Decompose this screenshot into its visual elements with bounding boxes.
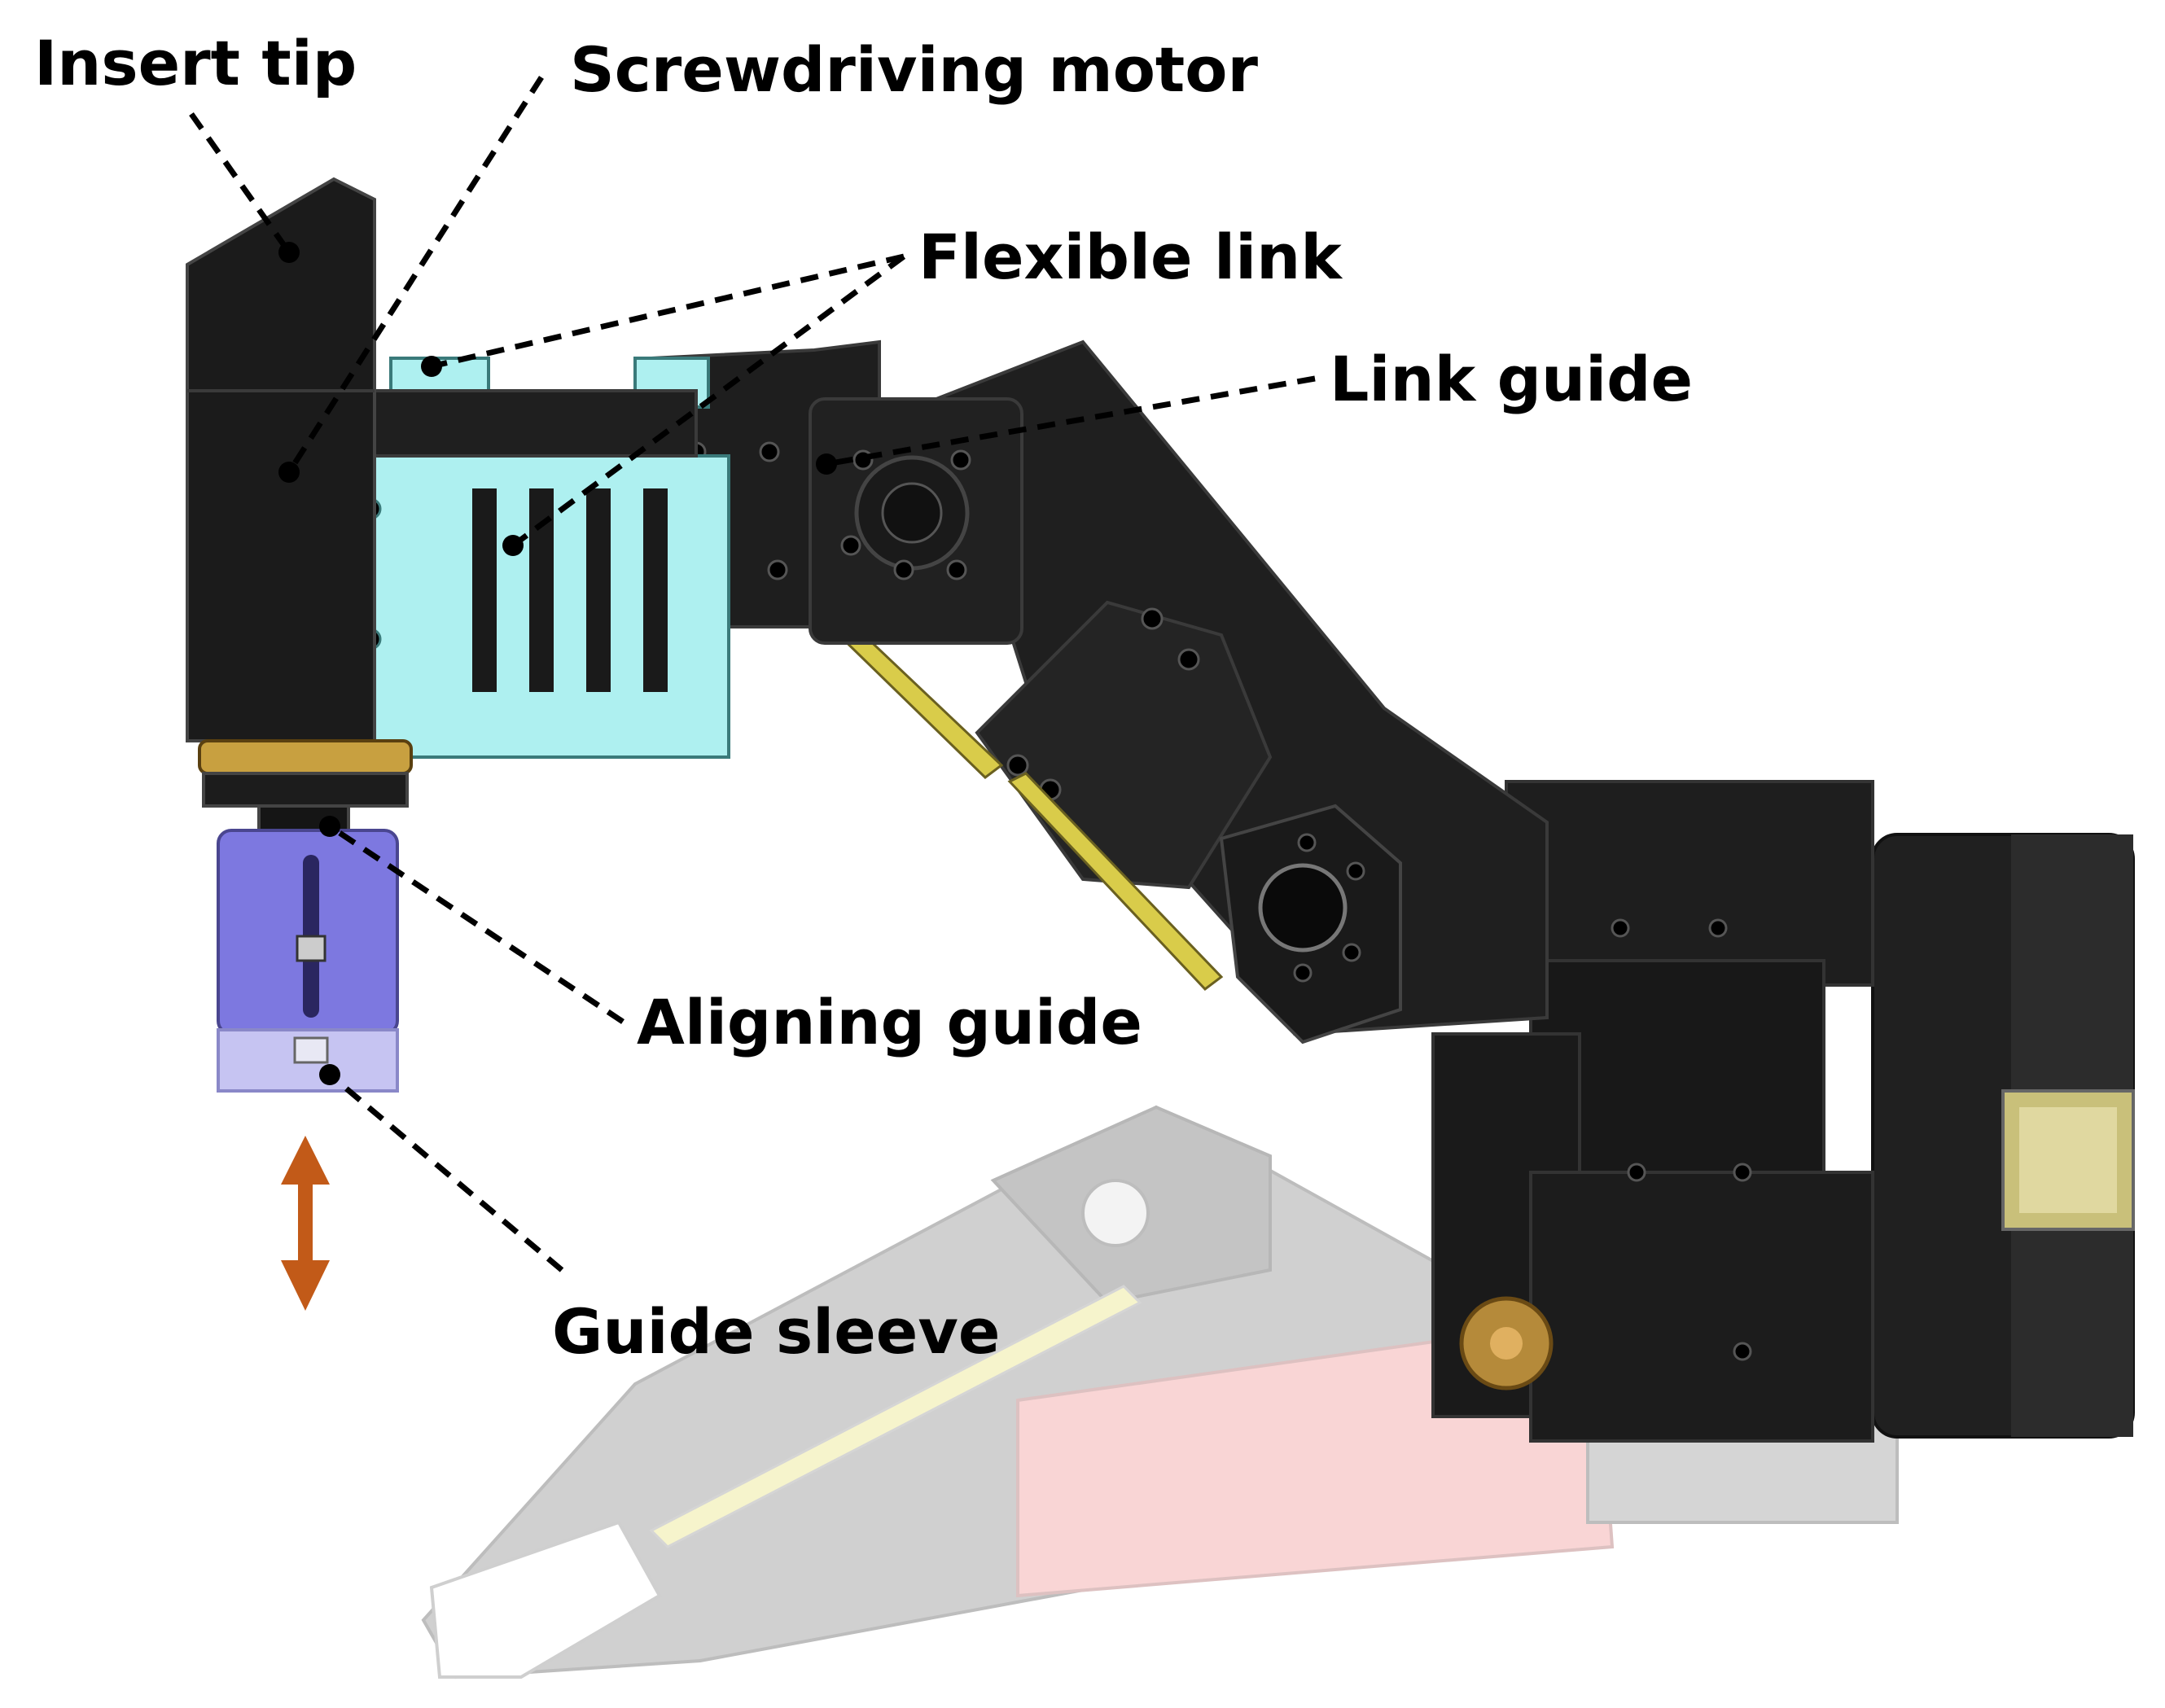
ghost-arm-segment [421, 1105, 1451, 1680]
bolt-icon [950, 449, 971, 471]
ghost-cyan-strip [649, 1285, 1142, 1548]
ghost-upper-block [990, 1105, 1272, 1305]
bolt-icon [1708, 918, 1728, 938]
leader-dot [502, 535, 524, 556]
bolt-icon [1141, 607, 1164, 630]
bolt-icon [1346, 861, 1365, 881]
bolt-icon [1006, 754, 1029, 777]
bolt-icon [893, 559, 914, 580]
bolt-icon [1342, 943, 1361, 962]
leader-guide-sleeve [327, 1072, 564, 1272]
bolt-icon [1733, 1163, 1752, 1182]
leader-dots [278, 242, 837, 1085]
leader-lines [189, 76, 1316, 1272]
leader-aligning-guide [328, 824, 625, 1024]
ghost-pulley [1081, 1179, 1150, 1247]
bolt-icon [1177, 648, 1200, 671]
label-flexible-link: Flexible link [918, 221, 1342, 293]
bolt-icon [1627, 1163, 1646, 1182]
wrist-block-top [1505, 780, 1874, 987]
leader-link-guide [826, 375, 1316, 467]
label-guide-sleeve: Guide sleeve [552, 1295, 1001, 1368]
leader-dot [816, 453, 837, 475]
guide-sleeve-tip [293, 1036, 329, 1064]
rear-yellow-part-inner [2019, 1107, 2117, 1213]
brass-collar [198, 739, 413, 775]
main-gripper [186, 177, 2135, 1443]
bolt-icon [840, 535, 861, 556]
wrist-block-bottom [1529, 1171, 1874, 1443]
brass-gear-hub [1490, 1327, 1523, 1360]
yellow-strip-lower [1007, 772, 1224, 992]
leader-dot [278, 242, 300, 263]
label-insert-tip: Insert tip [34, 27, 357, 99]
bolt-icon [1733, 1342, 1752, 1361]
bolt-icon [1293, 963, 1313, 983]
wrist-pulley [1258, 863, 1348, 953]
ghost-tip-outline [429, 1520, 662, 1679]
leader-dot [421, 356, 442, 377]
bolt-icon [946, 559, 967, 580]
leader-screwdriving-motor [287, 76, 544, 474]
guide-sleeve-screw [296, 935, 327, 962]
leader-dot [278, 462, 300, 483]
bolt-icon [767, 559, 788, 580]
ghost-configuration [421, 1105, 1899, 1680]
label-link-guide: Link guide [1330, 343, 1694, 415]
bolt-icon [1297, 833, 1317, 852]
top-bar [320, 389, 698, 458]
double-vertical-arrow-icon [281, 1136, 330, 1311]
leader-dot [319, 816, 340, 837]
label-aligning-guide: Aligning guide [637, 986, 1142, 1058]
collar-nut [202, 772, 409, 808]
link-guide-pulley-hub [881, 482, 943, 544]
leader-flexible-link-2 [511, 254, 906, 548]
leader-dot [319, 1064, 340, 1085]
label-screwdriving-motor: Screwdriving motor [570, 33, 1258, 106]
leader-flexible-link-1 [431, 253, 905, 370]
tool-body [186, 177, 376, 742]
bolt-icon [1611, 918, 1630, 938]
bolt-icon [759, 441, 780, 462]
